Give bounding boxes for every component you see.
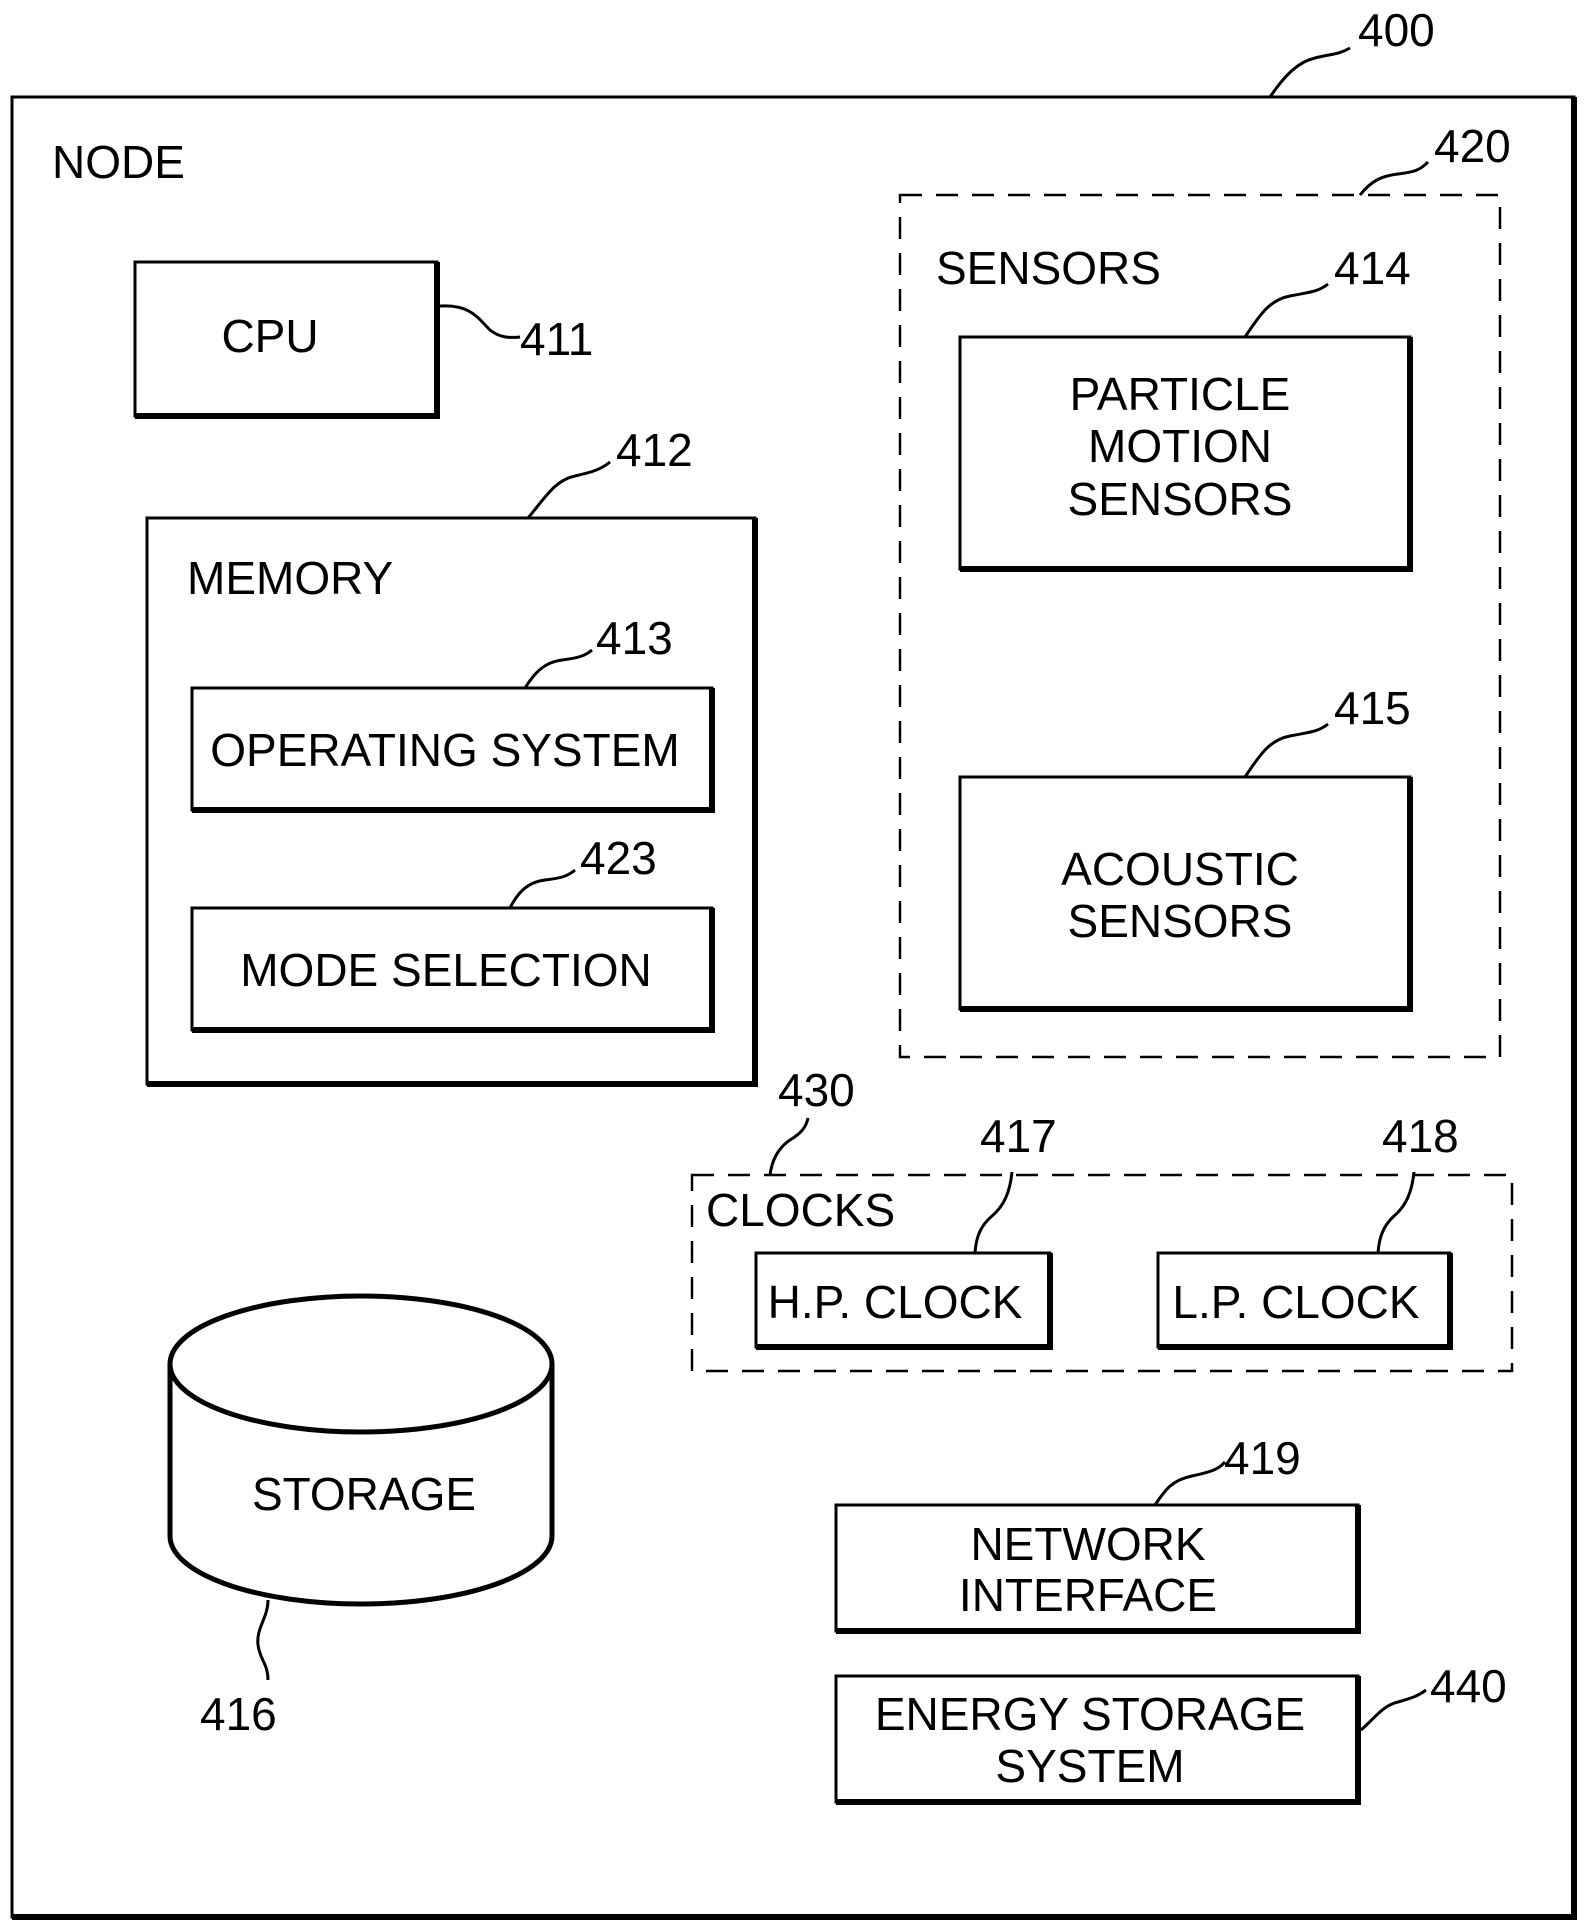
particle-leader	[1245, 284, 1328, 337]
node-label: NODE	[52, 136, 185, 188]
network-ref: 419	[1224, 1432, 1301, 1484]
cpu-ref: 411	[520, 313, 593, 365]
storage-leader	[258, 1600, 268, 1680]
memory-label: MEMORY	[187, 552, 393, 604]
particle-label-line3: SENSORS	[1068, 473, 1293, 525]
network-leader	[1155, 1462, 1225, 1505]
energy-ref: 440	[1430, 1660, 1507, 1712]
mode-selection-ref: 423	[580, 832, 657, 884]
sensors-ref: 420	[1434, 120, 1511, 172]
os-ref: 413	[596, 612, 673, 664]
os-label: OPERATING SYSTEM	[210, 724, 679, 776]
hp-clock-ref: 417	[980, 1110, 1057, 1162]
clocks-ref: 430	[778, 1064, 855, 1116]
mode-selection-label: MODE SELECTION	[240, 944, 652, 996]
cpu-leader	[440, 306, 520, 338]
clocks-leader	[770, 1118, 808, 1175]
sensors-label: SENSORS	[936, 242, 1161, 294]
clocks-label: CLOCKS	[706, 1184, 895, 1236]
acoustic-ref: 415	[1334, 682, 1411, 734]
lp-clock-label: L.P. CLOCK	[1172, 1276, 1419, 1328]
memory-leader	[528, 462, 610, 518]
energy-label-line1: ENERGY STORAGE	[875, 1688, 1305, 1740]
storage-label: STORAGE	[252, 1468, 476, 1520]
acoustic-label-line2: SENSORS	[1068, 895, 1293, 947]
network-label-line2: INTERFACE	[959, 1569, 1217, 1621]
particle-label-line1: PARTICLE	[1070, 368, 1291, 420]
hp-clock-leader	[975, 1172, 1012, 1253]
storage-cylinder	[170, 1296, 552, 1604]
os-leader	[525, 650, 592, 688]
sensors-leader	[1360, 162, 1428, 195]
hp-clock-label: H.P. CLOCK	[768, 1276, 1023, 1328]
lp-clock-ref: 418	[1382, 1110, 1459, 1162]
particle-ref: 414	[1334, 242, 1411, 294]
node-leader	[1270, 48, 1350, 97]
storage-ref: 416	[200, 1688, 277, 1740]
network-label-line1: NETWORK	[970, 1518, 1205, 1570]
energy-label-line2: SYSTEM	[995, 1740, 1184, 1792]
lp-clock-leader	[1378, 1172, 1414, 1253]
memory-ref: 412	[616, 424, 693, 476]
node-ref: 400	[1358, 4, 1435, 56]
acoustic-leader	[1245, 724, 1328, 777]
acoustic-label-line1: ACOUSTIC	[1061, 843, 1299, 895]
particle-label-line2: MOTION	[1088, 420, 1272, 472]
energy-leader	[1361, 1690, 1426, 1730]
cpu-label: CPU	[221, 310, 318, 362]
mode-selection-leader	[510, 870, 575, 908]
